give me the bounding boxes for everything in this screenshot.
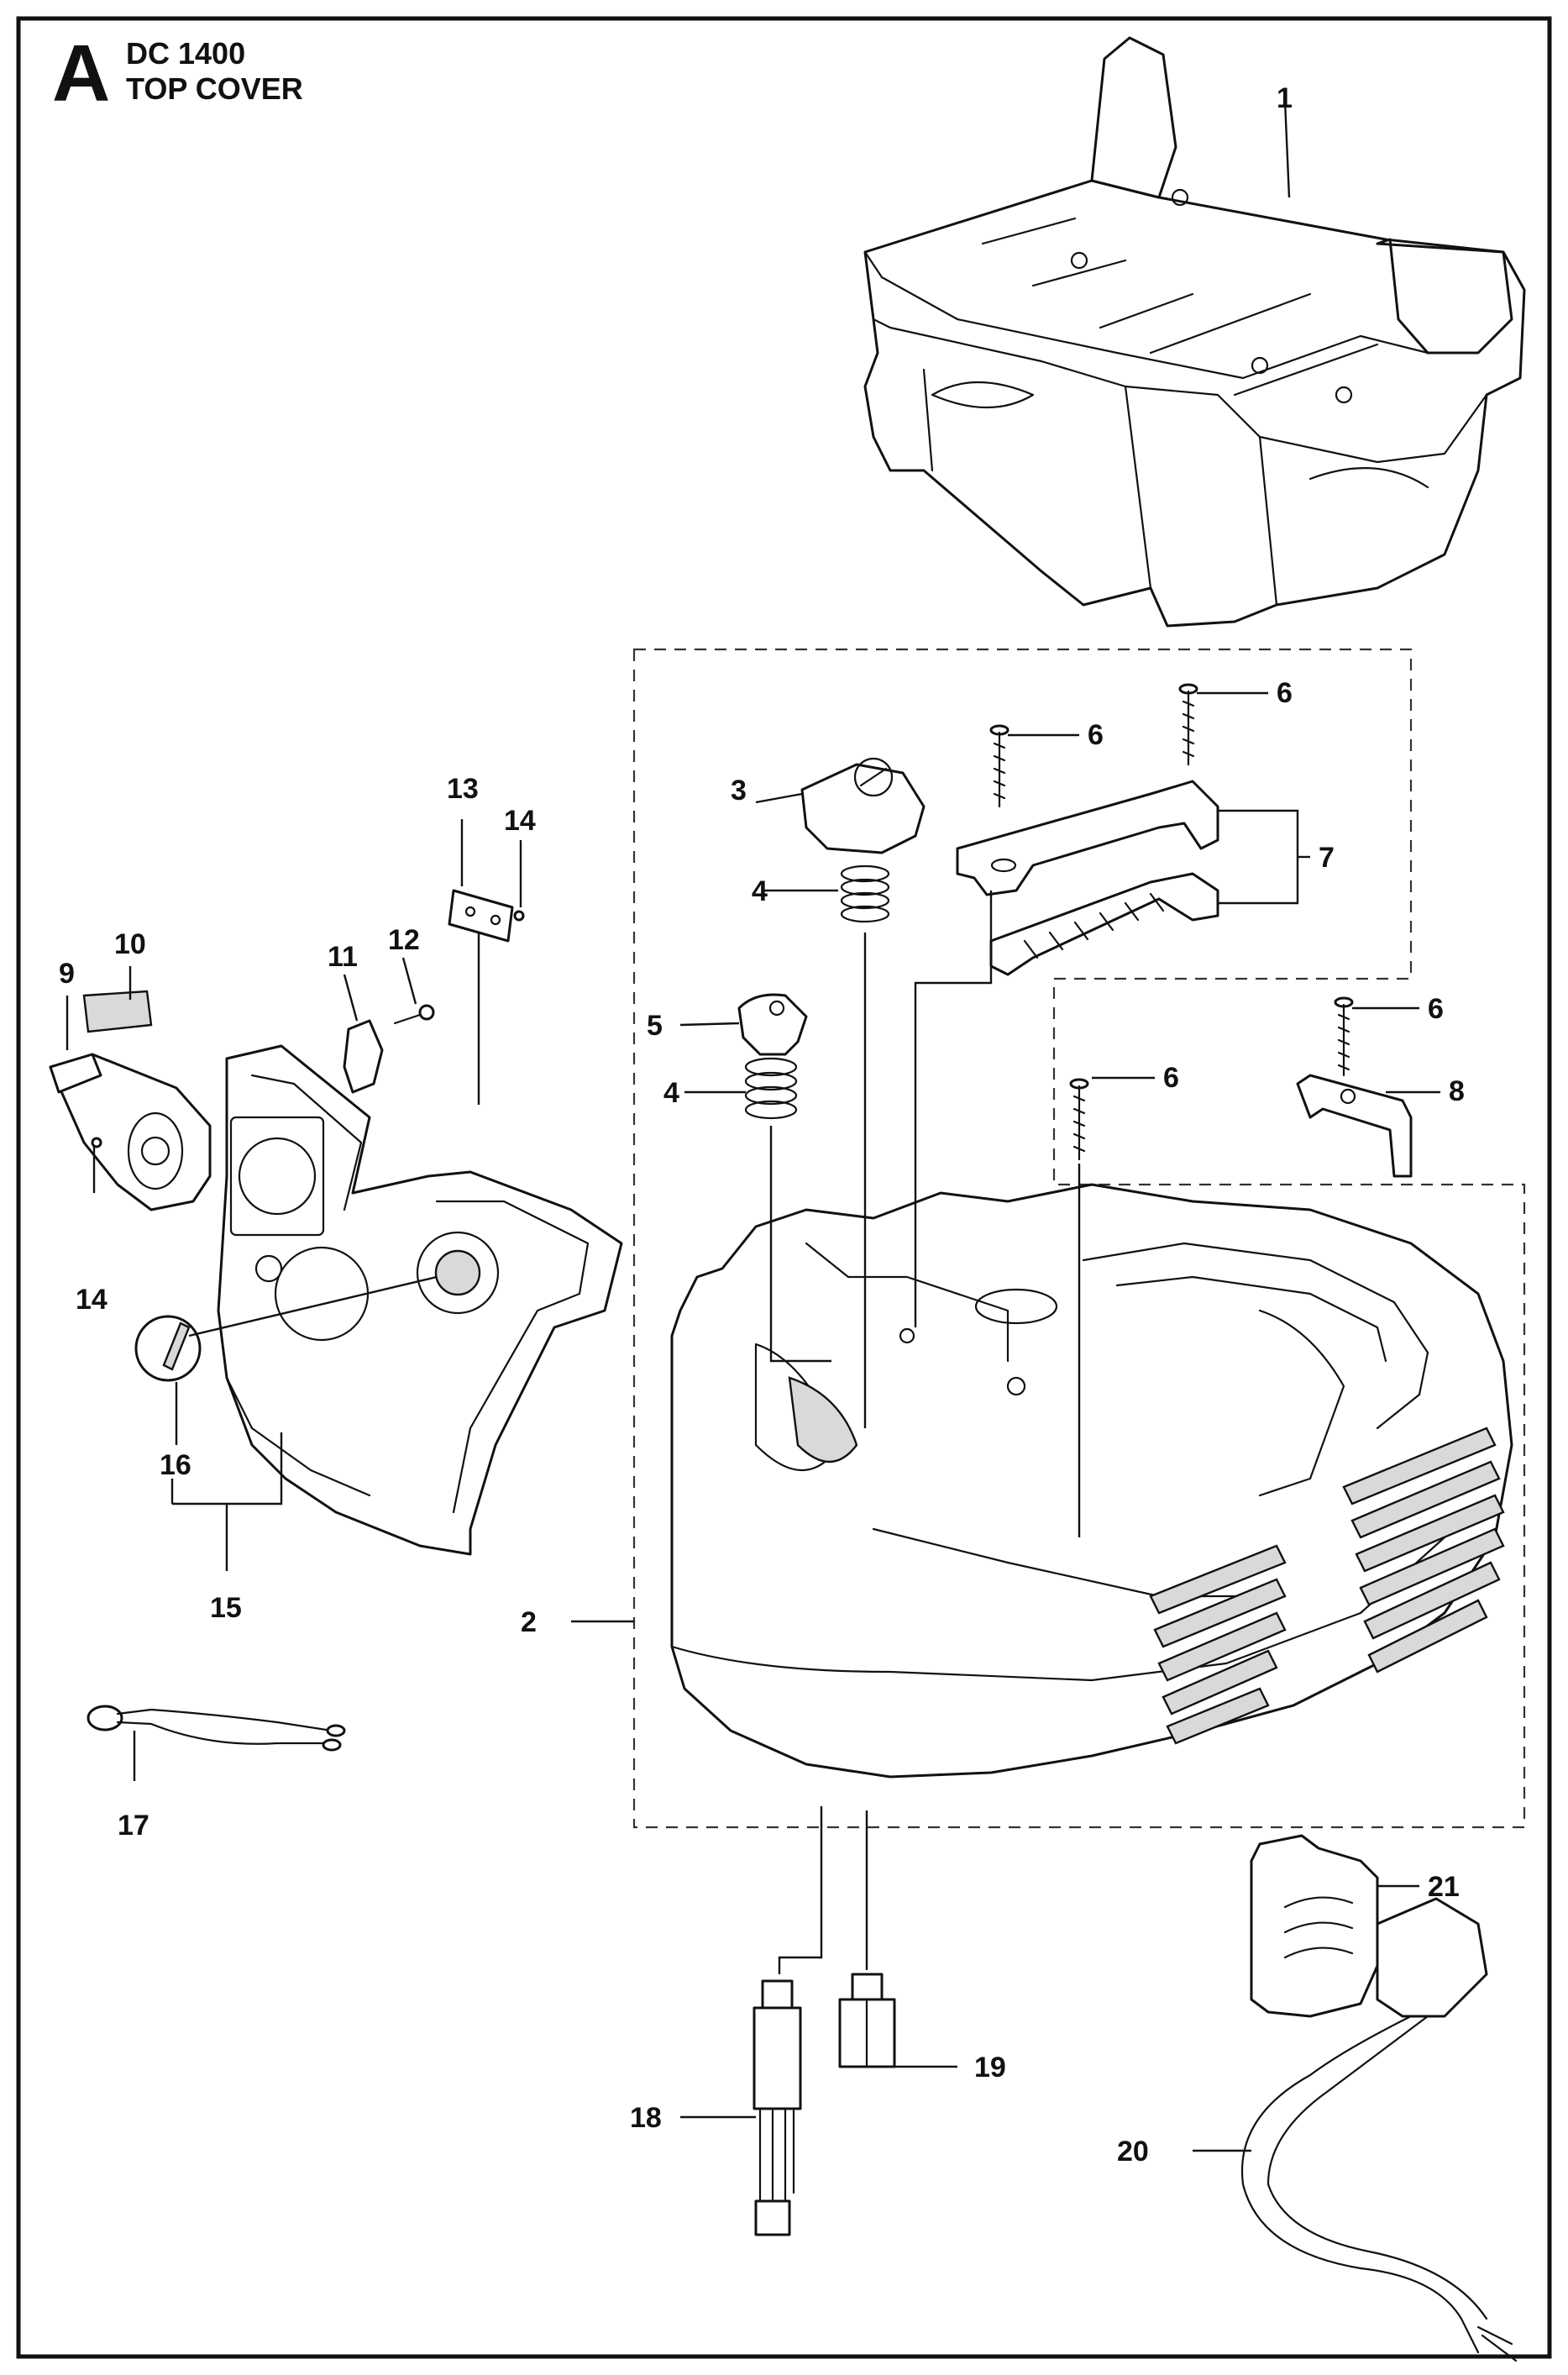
leader-lines [66, 100, 1440, 2152]
part-6-screw-d [1069, 1078, 1089, 1161]
part-8-clip [1296, 1074, 1413, 1178]
part-6-screw-a [989, 724, 1009, 808]
callout-4-upper: 4 [752, 875, 768, 907]
part-12-screw [393, 1004, 435, 1025]
callout-11: 11 [328, 941, 358, 973]
part-14-screw-lower [91, 1137, 102, 1148]
callout-6-b: 6 [1277, 677, 1293, 709]
assembly-groups [632, 648, 1526, 1829]
part-5-latch-knob [737, 993, 808, 1056]
callout-14-upper: 14 [504, 805, 536, 837]
part-10-label [82, 990, 153, 1033]
section-letter: A [52, 29, 110, 118]
part-6-screw-b [1178, 683, 1198, 766]
callout-6-d: 6 [1163, 1062, 1179, 1094]
part-3-knob-cap [800, 757, 926, 854]
callout-3: 3 [731, 775, 747, 807]
part-15-front-panel [217, 1044, 623, 1556]
callout-13: 13 [447, 773, 479, 805]
part-2-top-cover [670, 1183, 1513, 1779]
callout-9: 9 [59, 958, 75, 990]
part-17-lamp-cable [87, 1705, 346, 1752]
part-9-socket [49, 1053, 212, 1211]
part-16-dial [134, 1315, 202, 1382]
part-4-spring-upper [840, 864, 890, 923]
callout-1: 1 [1277, 82, 1293, 114]
part-7-handle [956, 780, 1219, 976]
callout-2: 2 [521, 1606, 537, 1638]
callout-14-lower: 14 [76, 1284, 108, 1316]
part-11-switch [343, 1019, 384, 1094]
callout-6-c: 6 [1428, 993, 1444, 1025]
part-1-base-tray [863, 36, 1526, 628]
part-18-wiring-harness [753, 1979, 802, 2236]
callout-20: 20 [1117, 2136, 1149, 2167]
callout-19: 19 [974, 2052, 1006, 2083]
model-name: DC 1400 [126, 36, 245, 71]
callout-21: 21 [1428, 1871, 1460, 1903]
callout-17: 17 [118, 1810, 149, 1842]
part-13-circuit-plate [448, 889, 514, 943]
part-21-cable-holder [1250, 1834, 1379, 2018]
part-14-screw-upper [513, 910, 525, 922]
part-20-mains-cable [1240, 1897, 1518, 2362]
callout-6-a: 6 [1088, 719, 1104, 751]
callout-5: 5 [647, 1010, 663, 1042]
callout-18: 18 [630, 2102, 662, 2134]
callout-8: 8 [1449, 1075, 1465, 1107]
part-4-spring-lower [744, 1057, 798, 1120]
callout-16: 16 [160, 1449, 191, 1481]
page-border [16, 16, 1552, 2359]
page-title: TOP COVER [126, 71, 303, 106]
callout-4-lower: 4 [663, 1077, 679, 1109]
callout-10: 10 [114, 928, 146, 960]
part-6-screw-c [1334, 996, 1354, 1077]
callout-labels: 1 2 3 4 4 5 6 6 6 6 7 8 9 10 11 12 13 14… [59, 82, 1465, 2167]
handle-group-box [632, 648, 1526, 1829]
callout-15: 15 [210, 1592, 242, 1624]
callout-12: 12 [388, 924, 420, 956]
callout-7: 7 [1319, 842, 1335, 874]
part-19-connector [838, 1973, 896, 2068]
header: A DC 1400 TOP COVER [52, 29, 303, 118]
